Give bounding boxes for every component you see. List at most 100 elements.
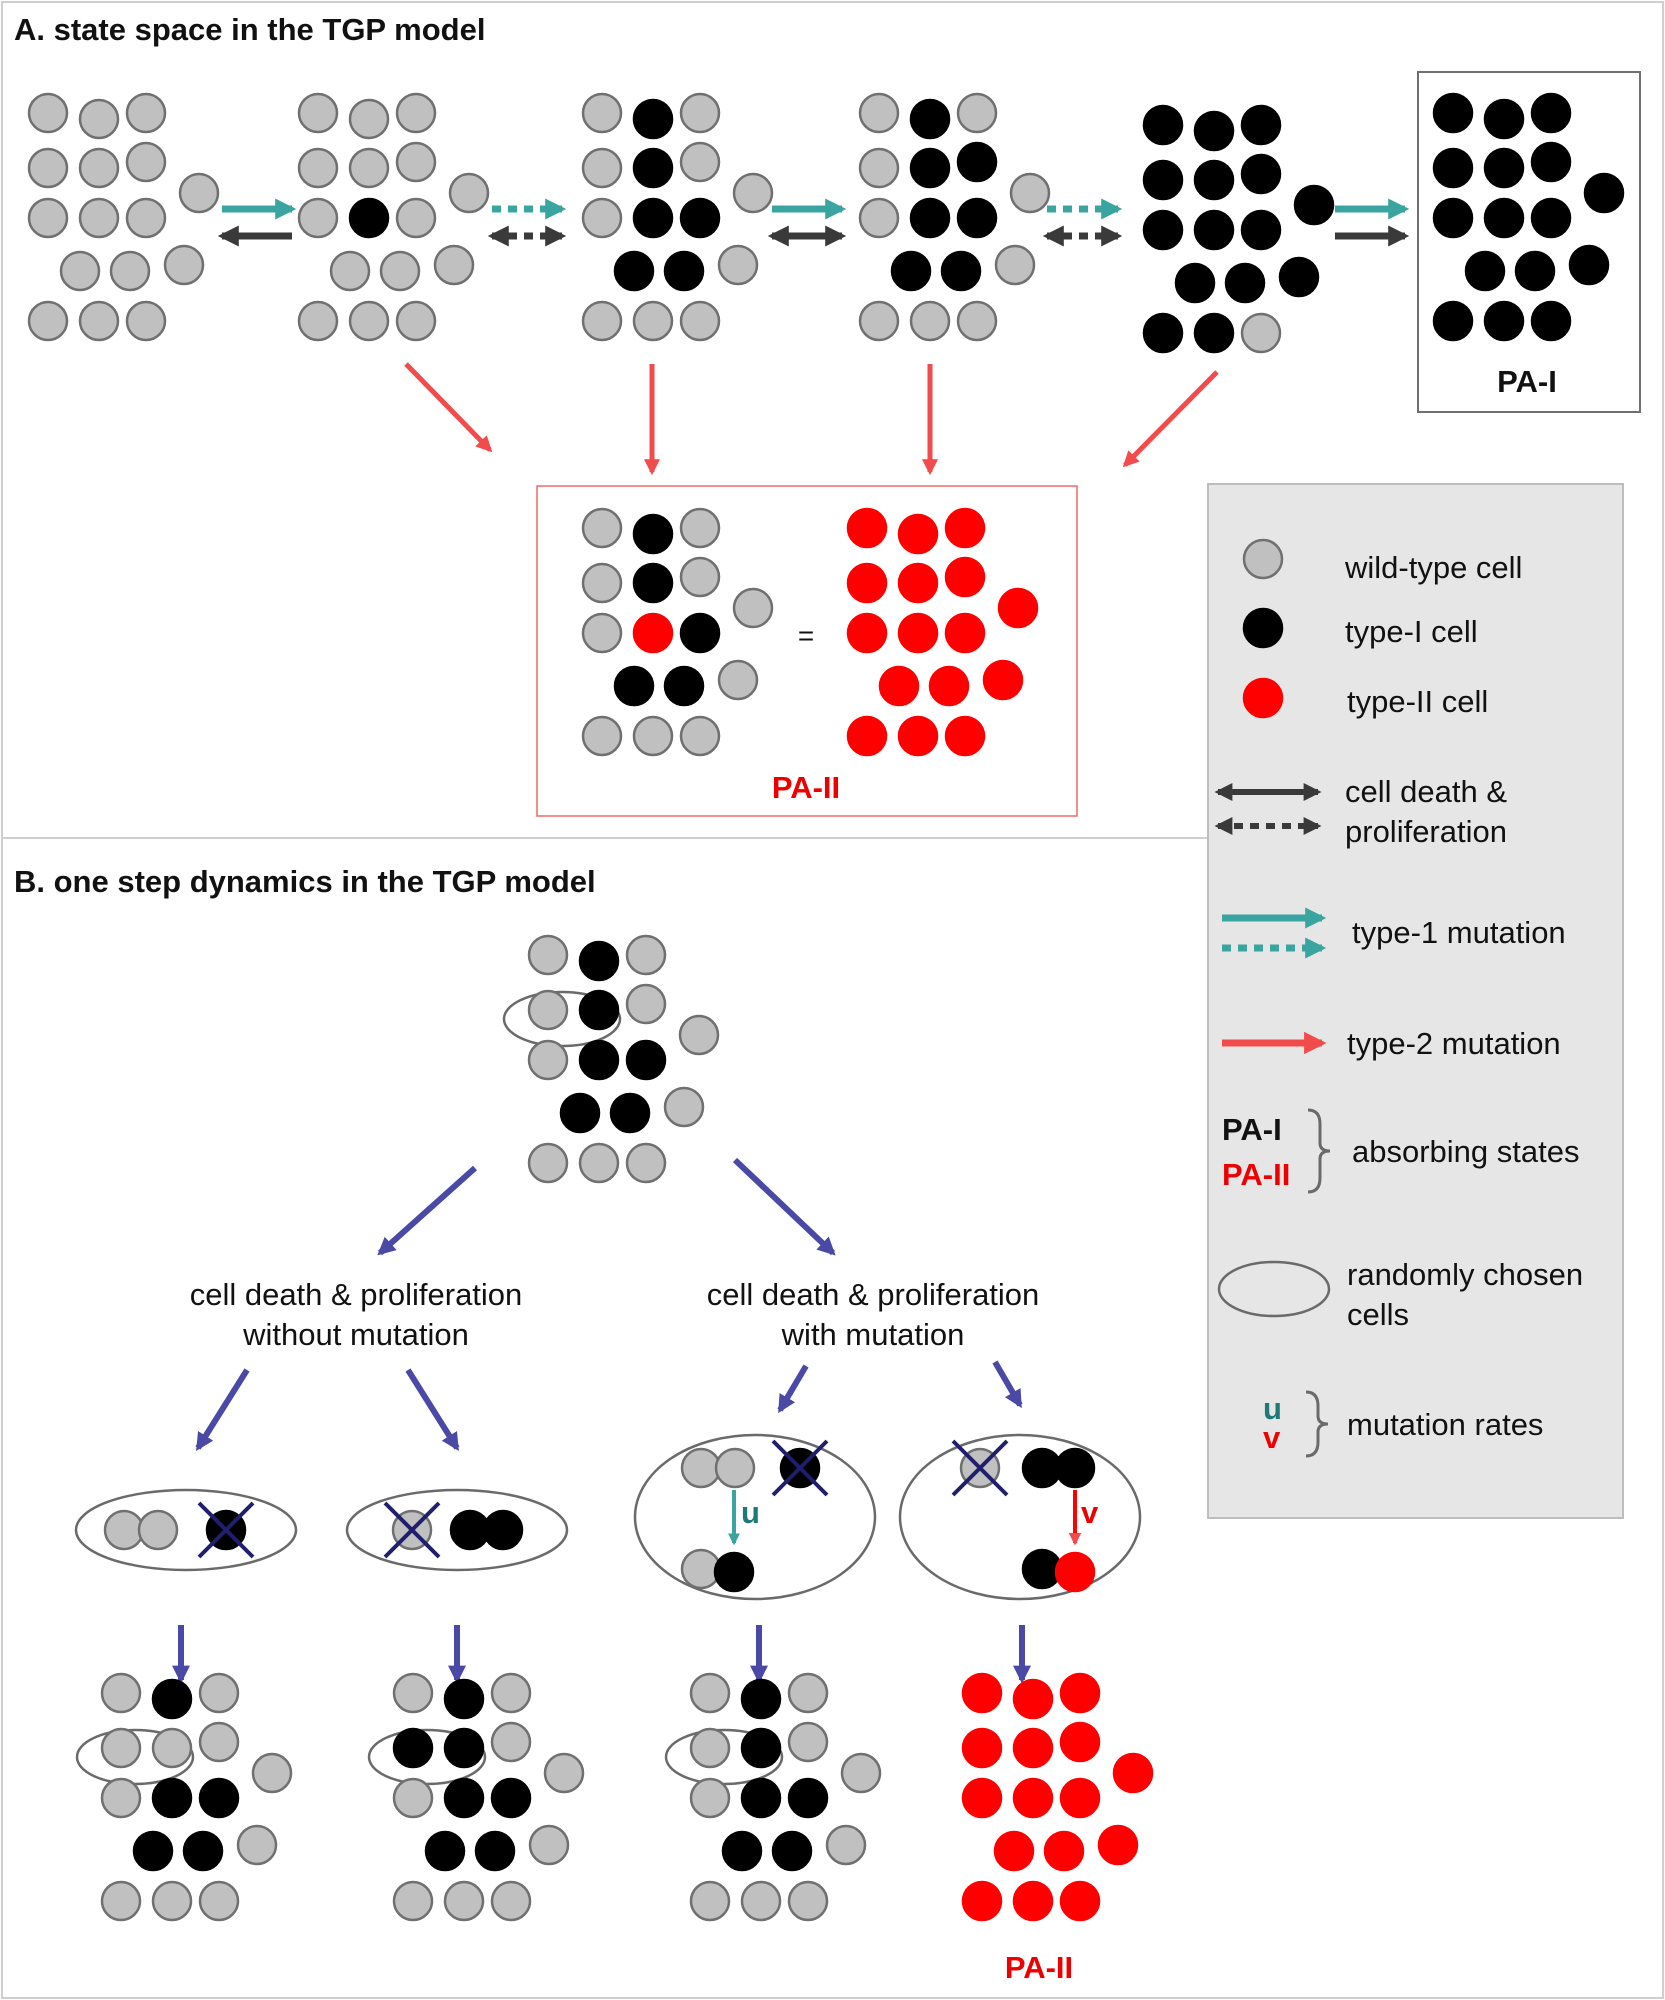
- type-2-cell: [982, 659, 1024, 701]
- type-1-cell: [632, 197, 674, 239]
- selected-cells-oval: [74, 1488, 298, 1572]
- type-1-cell: [151, 1777, 193, 1819]
- cell-death-cross: [383, 1501, 441, 1559]
- wild-type-cell: [100, 1880, 142, 1922]
- rate-u-label: u: [741, 1495, 760, 1530]
- wild-type-cell: [679, 300, 721, 342]
- legend-mutation-rates-text: mutation rates: [1347, 1407, 1544, 1442]
- type-1-cell: [663, 250, 705, 292]
- type-2-cell: [993, 1830, 1035, 1872]
- type-2-cell: [944, 556, 986, 598]
- wild-type-cell: [448, 172, 490, 214]
- wild-type-cell: [689, 1672, 731, 1714]
- wild-type-cell: [527, 1142, 569, 1184]
- wild-type-cell: [395, 300, 437, 342]
- type-1-cell: [613, 250, 655, 292]
- wild-type-cell: [956, 92, 998, 134]
- wild-type-cell: [392, 1672, 434, 1714]
- wild-type-cell: [679, 141, 721, 183]
- wild-type-cell: [679, 556, 721, 598]
- wild-type-cell: [581, 507, 623, 549]
- type-1-cell: [1464, 250, 1506, 292]
- wild-type-cell: [787, 1672, 829, 1714]
- wild-type-cell: [392, 1777, 434, 1819]
- type-2-cell: [944, 612, 986, 654]
- type-1-cell: [1568, 244, 1610, 286]
- wild-type-cell: [689, 1777, 731, 1819]
- dynamics-arrow: [377, 1165, 478, 1256]
- wild-type-cell: [348, 98, 390, 140]
- wild-type-cell: [198, 1672, 240, 1714]
- type-1-cell: [1242, 607, 1284, 649]
- wild-type-cell: [395, 92, 437, 134]
- type-1-cell: [1483, 197, 1525, 239]
- type-2-cell: [944, 507, 986, 549]
- wild-type-cell: [163, 244, 205, 286]
- wild-type-cell: [625, 1142, 667, 1184]
- pa1-label: PA-I: [1497, 364, 1557, 399]
- type-1-cell: [424, 1830, 466, 1872]
- type-2-cell: [928, 665, 970, 707]
- type-1-cell: [182, 1830, 224, 1872]
- wild-type-cell: [714, 1447, 756, 1489]
- wild-type-cell: [543, 1752, 585, 1794]
- type-2-mutation-arrow: [1122, 370, 1219, 468]
- type-1-cell: [956, 197, 998, 239]
- type-2-cell: [997, 587, 1039, 629]
- wild-type-cell: [297, 300, 339, 342]
- type-1-cell: [443, 1678, 485, 1720]
- wild-type-cell: [100, 1727, 142, 1769]
- wild-type-cell: [909, 300, 951, 342]
- wild-type-cell: [125, 197, 167, 239]
- type-1-cell: [1224, 262, 1266, 304]
- wild-type-cell: [581, 612, 623, 654]
- wild-type-cell: [632, 715, 674, 757]
- wild-type-cell: [581, 92, 623, 134]
- wild-type-cell: [732, 172, 774, 214]
- type-1-cell: [740, 1727, 782, 1769]
- type-1-cell: [1432, 147, 1474, 189]
- wild-type-cell: [395, 141, 437, 183]
- type-1-cell: [1483, 98, 1525, 140]
- legend-randomly-chosen-text: randomly chosen cells: [1347, 1257, 1584, 1332]
- type-1-cell: [1054, 1447, 1096, 1489]
- wild-type-cell: [625, 983, 667, 1025]
- wild-type-cell: [395, 197, 437, 239]
- type-1-cell: [1174, 262, 1216, 304]
- wild-type-cell: [78, 98, 120, 140]
- wild-type-cell: [689, 1727, 731, 1769]
- type-1-cell: [490, 1777, 532, 1819]
- type-1-cell: [663, 665, 705, 707]
- type-2-cell: [961, 1777, 1003, 1819]
- type-1-cell: [940, 250, 982, 292]
- type-1-cell: [1530, 300, 1572, 342]
- wild-type-cell: [840, 1752, 882, 1794]
- wild-type-cell: [858, 92, 900, 134]
- branch-with-mutation-label: cell death & proliferation with mutation: [706, 1277, 1040, 1352]
- wild-type-cell: [581, 562, 623, 604]
- legend-type-2-text: type-II cell: [1347, 684, 1489, 719]
- type-1-cell: [956, 141, 998, 183]
- wild-type-cell: [151, 1727, 193, 1769]
- type-1-cell: [474, 1830, 516, 1872]
- wild-type-cell: [528, 1824, 570, 1866]
- type-2-cell: [1059, 1880, 1101, 1922]
- wild-type-cell: [581, 197, 623, 239]
- type-2-cell: [1112, 1752, 1154, 1794]
- wild-type-cell: [125, 141, 167, 183]
- wild-type-cell: [1009, 172, 1051, 214]
- wild-type-cell: [490, 1880, 532, 1922]
- wild-type-cell: [578, 1142, 620, 1184]
- wild-type-cell: [137, 1509, 179, 1551]
- type-1-cell: [578, 1039, 620, 1081]
- type-1-cell: [578, 940, 620, 982]
- wild-type-cell: [379, 250, 421, 292]
- type-2-cell: [897, 612, 939, 654]
- type-2-cell: [846, 612, 888, 654]
- wild-type-cell: [490, 1672, 532, 1714]
- wild-type-cell: [679, 92, 721, 134]
- wild-type-cell: [825, 1824, 867, 1866]
- type-1-cell: [679, 197, 721, 239]
- wild-type-cell: [994, 244, 1036, 286]
- wild-type-cell: [581, 715, 623, 757]
